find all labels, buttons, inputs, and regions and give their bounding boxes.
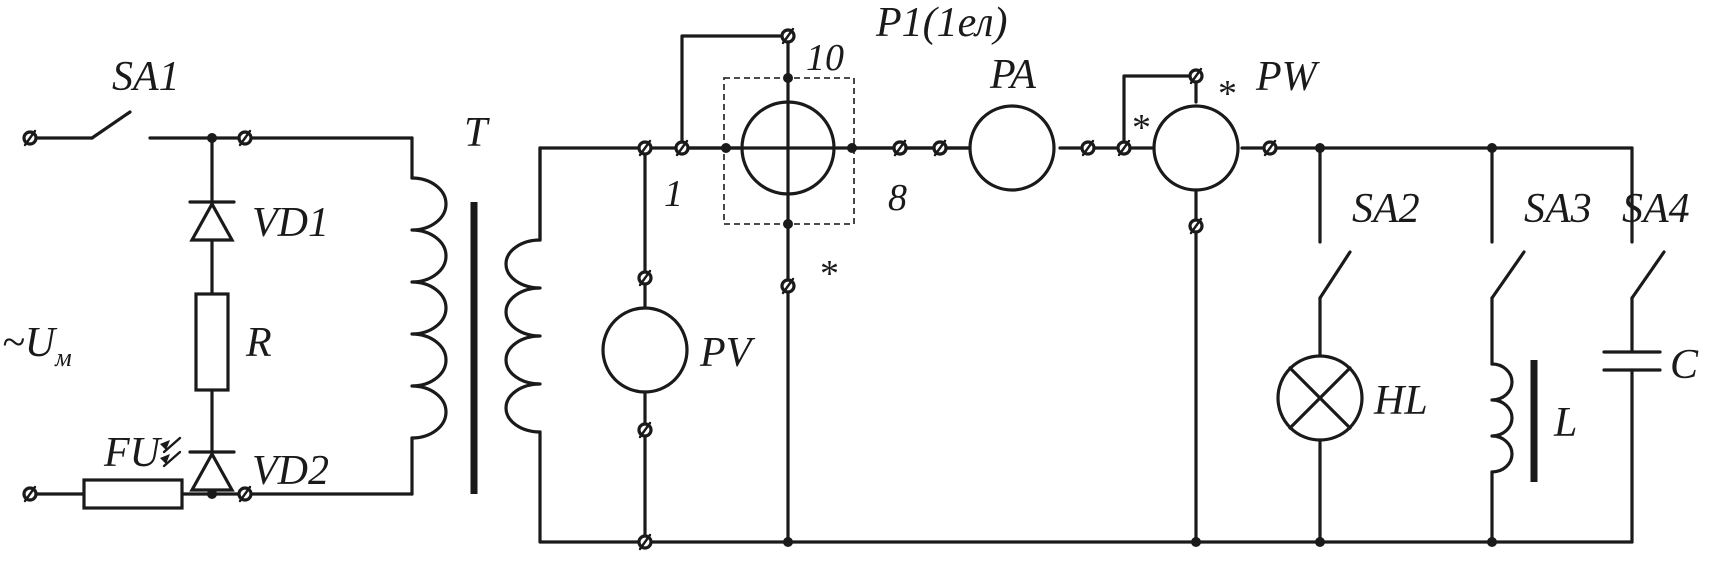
label-sa1: SA1 bbox=[112, 54, 180, 100]
label-pa: PA bbox=[989, 52, 1036, 98]
switch-sa1-blade bbox=[90, 110, 132, 140]
transformer-t bbox=[410, 136, 542, 496]
switch-sa3-blade bbox=[1490, 250, 1526, 300]
voltmeter-pv bbox=[601, 139, 689, 551]
label-vd2: VD2 bbox=[252, 448, 329, 494]
star-mark-pw-current: * bbox=[1132, 107, 1151, 149]
label-hl: HL bbox=[1373, 378, 1428, 424]
ammeter-pa bbox=[852, 104, 1096, 192]
label-sa3: SA3 bbox=[1524, 186, 1592, 232]
label-l: L bbox=[1553, 400, 1577, 446]
diode-vd1 bbox=[188, 190, 236, 242]
resistor-r bbox=[194, 292, 230, 392]
terminal bbox=[22, 129, 253, 503]
switch-sa4-blade bbox=[1630, 250, 1666, 300]
input-section bbox=[22, 110, 414, 510]
switch-sa2-blade bbox=[1318, 250, 1352, 300]
label-r: R bbox=[245, 320, 272, 366]
load-branches bbox=[1276, 143, 1666, 547]
fuse-fu bbox=[82, 478, 184, 510]
star-mark-pw-voltage: * bbox=[1218, 73, 1237, 115]
label-pw: PW bbox=[1255, 54, 1321, 100]
label-p1: P1(1ел) bbox=[875, 0, 1008, 46]
label-c: C bbox=[1670, 342, 1699, 388]
label-terminal-1: 1 bbox=[664, 173, 683, 215]
inductor-l bbox=[1490, 360, 1538, 482]
wattmeter-pw bbox=[1116, 67, 1278, 547]
labels: SA1 VD1 R VD2 FU T PV P1(1ел) PA PW SA2 … bbox=[2, 0, 1699, 494]
label-sa2: SA2 bbox=[1352, 186, 1420, 232]
label-pv: PV bbox=[699, 330, 756, 376]
label-fu: FU bbox=[103, 430, 163, 476]
label-terminal-10: 10 bbox=[806, 37, 844, 79]
capacitor-c bbox=[1602, 350, 1662, 372]
star-mark-meter: * bbox=[820, 253, 839, 295]
supply-label: ~Uм bbox=[2, 320, 72, 372]
label-vd1: VD1 bbox=[252, 200, 329, 246]
label-terminal-8: 8 bbox=[888, 177, 907, 219]
label-sa4: SA4 bbox=[1622, 186, 1690, 232]
label-t: T bbox=[464, 110, 490, 156]
meter-p1 bbox=[674, 27, 857, 547]
lamp-hl bbox=[1276, 354, 1364, 442]
light-arrows-icon bbox=[160, 436, 182, 468]
